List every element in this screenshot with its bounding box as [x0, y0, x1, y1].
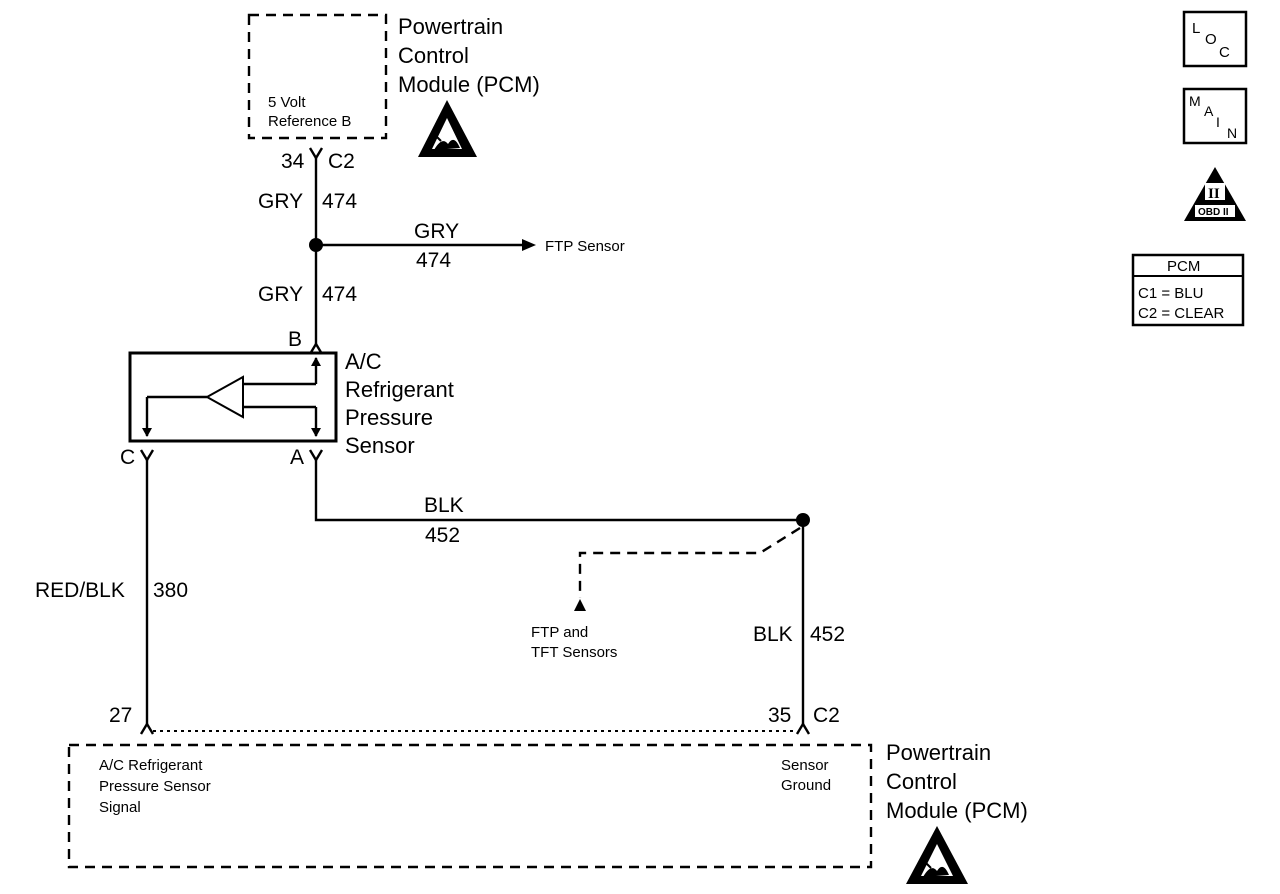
pcm-bottom-left-label-line3: Signal — [99, 799, 141, 816]
svg-text:N: N — [1227, 125, 1237, 141]
connector-symbol-27 — [139, 721, 155, 735]
pcm-bottom-title-line1: Powertrain — [886, 740, 991, 765]
wire-gry-branch-number: 474 — [416, 249, 451, 272]
svg-text:L: L — [1192, 20, 1200, 37]
pcm-bottom-connector: C2 — [813, 704, 840, 727]
sensor-title-line2: Refrigerant — [345, 377, 454, 402]
pcm-top-title-line3: Module (PCM) — [398, 72, 540, 97]
connector-symbol-b — [308, 341, 324, 355]
main-icon: M A I N — [1182, 87, 1248, 145]
pcm-bottom-title-line3: Module (PCM) — [886, 798, 1028, 823]
wire-gry-branch-color: GRY — [414, 220, 459, 243]
pcm-bottom-right-label-line1: Sensor — [781, 757, 829, 774]
wire-blk-vertical-color: BLK — [753, 623, 793, 646]
esd-warning-icon — [418, 100, 477, 157]
sensor-title-line1: A/C — [345, 349, 382, 374]
ftp-tft-label-line1: FTP and — [531, 624, 588, 641]
pcm-bottom-pin-left: 27 — [109, 704, 132, 727]
wire-gry-branch-destination: FTP Sensor — [545, 238, 625, 255]
connector-symbol-a — [308, 449, 324, 463]
connector-symbol-34 — [308, 147, 324, 161]
wire-gry-upper-color: GRY — [258, 190, 303, 213]
arrow-right-icon — [522, 239, 536, 251]
wire-blk-vertical-number: 452 — [810, 623, 845, 646]
pcm-top-title-line2: Control — [398, 43, 469, 68]
wire-red-blk-color: RED/BLK — [35, 579, 125, 602]
sensor-internal-schematic — [142, 357, 321, 437]
wire-blk-horizontal-number: 452 — [425, 524, 460, 547]
connector-symbol-35 — [795, 721, 811, 735]
wire-gry-lower-number: 474 — [322, 283, 357, 306]
wire-blk-horizontal-color: BLK — [424, 494, 464, 517]
pcm-bottom-pin-right: 35 — [768, 704, 791, 727]
svg-text:C: C — [1219, 44, 1230, 61]
pcm-top-circuit-label-line1: 5 Volt — [268, 94, 306, 111]
svg-text:M: M — [1189, 93, 1201, 109]
sensor-pin-b: B — [288, 328, 302, 351]
pcm-top-circuit-label-line2: Reference B — [268, 113, 351, 130]
pcm-bottom-left-label-line1: A/C Refrigerant — [99, 757, 203, 774]
wire-ftp-tft-branch — [578, 526, 801, 598]
sensor-pin-c: C — [120, 446, 135, 469]
sensor-pin-a: A — [290, 446, 304, 469]
sensor-box — [128, 351, 338, 443]
esd-warning-icon — [906, 826, 968, 884]
pcm-top-title-line1: Powertrain — [398, 14, 503, 39]
loc-icon: L O C — [1182, 10, 1248, 68]
wire-red-blk-number: 380 — [153, 579, 188, 602]
pcm-table-row-2: C2 = CLEAR — [1138, 305, 1224, 322]
wire-gry-upper-number: 474 — [322, 190, 357, 213]
connector-symbol-c — [139, 449, 155, 463]
sensor-title-line3: Pressure — [345, 405, 433, 430]
obd-ii-icon: II OBD II — [1184, 167, 1246, 221]
arrow-up-icon — [574, 599, 586, 611]
svg-text:OBD II: OBD II — [1198, 207, 1229, 218]
pcm-top-box — [247, 13, 388, 140]
wire-gry-lower-color: GRY — [258, 283, 303, 306]
pcm-bottom-box — [67, 743, 873, 869]
pcm-top-connector: C2 — [328, 150, 355, 173]
sensor-title-line4: Sensor — [345, 433, 415, 458]
ftp-tft-label-line2: TFT Sensors — [531, 644, 617, 661]
pcm-connector-table: PCM C1 = BLU C2 = CLEAR — [1131, 253, 1245, 327]
svg-text:I: I — [1216, 114, 1220, 130]
pcm-table-row-1: C1 = BLU — [1138, 285, 1203, 302]
pcm-table-header: PCM — [1167, 258, 1200, 275]
pcm-top-pin: 34 — [281, 150, 305, 173]
svg-text:O: O — [1205, 31, 1217, 48]
pcm-bottom-title-line2: Control — [886, 769, 957, 794]
svg-text:II: II — [1208, 186, 1220, 202]
svg-text:A: A — [1204, 103, 1214, 119]
wire-blk-horizontal — [314, 460, 803, 522]
pcm-bottom-right-label-line2: Ground — [781, 777, 831, 794]
pcm-bottom-left-label-line2: Pressure Sensor — [99, 778, 211, 795]
